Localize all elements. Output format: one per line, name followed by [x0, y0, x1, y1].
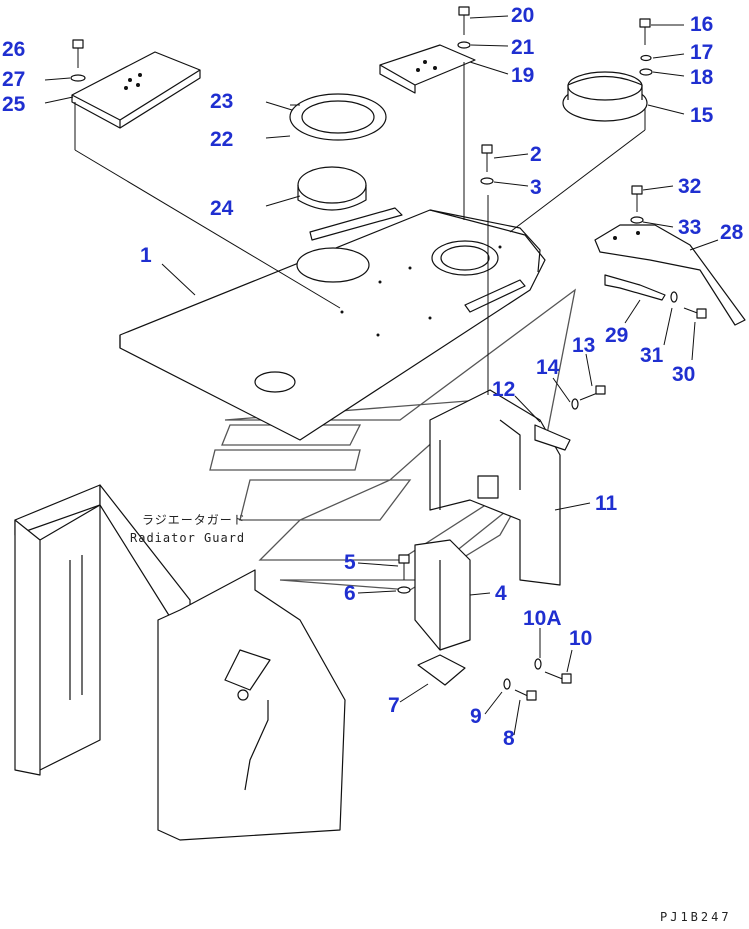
radiator-guard-frame — [14, 484, 346, 841]
label-part-15: 15 — [690, 104, 714, 127]
label-part-26: 26 — [2, 38, 25, 61]
label-part-17: 17 — [690, 41, 713, 64]
label-part-10: 10 — [569, 627, 592, 650]
label-part-1: 1 — [140, 244, 152, 267]
label-part-12: 12 — [492, 378, 515, 401]
label-part-32: 32 — [678, 175, 701, 198]
label-part-28: 28 — [720, 221, 744, 244]
label-part-33: 33 — [678, 216, 701, 239]
label-part-20: 20 — [511, 4, 534, 27]
bracket-part-28 — [594, 224, 746, 326]
label-part-25: 25 — [2, 93, 26, 116]
label-part-16: 16 — [690, 13, 713, 36]
callout-leaders — [44, 15, 719, 736]
label-part-14: 14 — [536, 356, 560, 379]
label-part-7: 7 — [388, 694, 400, 717]
label-part-19: 19 — [511, 64, 534, 87]
side-guard-part-11-12 — [429, 389, 571, 586]
label-part-8: 8 — [503, 727, 515, 750]
caption-english: Radiator Guard — [130, 531, 245, 545]
bolt-hardware — [70, 6, 707, 701]
assembly-lines — [74, 62, 646, 395]
label-part-5: 5 — [344, 551, 356, 574]
label-part-30: 30 — [672, 363, 695, 386]
label-part-24: 24 — [210, 197, 234, 220]
drawing-code: PJ1B247 — [660, 910, 732, 924]
ring-parts-22-23-24 — [289, 93, 387, 211]
label-part-3: 3 — [530, 176, 542, 199]
label-part-22: 22 — [210, 128, 233, 151]
label-part-11: 11 — [595, 492, 618, 515]
label-part-9: 9 — [470, 705, 482, 728]
plate-part-19 — [379, 44, 476, 94]
plate-part-25 — [71, 51, 201, 129]
label-part-23: 23 — [210, 90, 233, 113]
label-part-10a: 10A — [523, 607, 562, 630]
label-part-13: 13 — [572, 334, 595, 357]
cap-part-15 — [562, 71, 648, 122]
top-cover-part-1 — [119, 207, 546, 441]
caption-japanese: ラジエータガード — [142, 513, 246, 527]
part-number-labels: 1 2 3 4 5 6 7 8 9 10 10A 11 12 13 14 15 … — [2, 4, 744, 750]
label-part-29: 29 — [605, 324, 628, 347]
label-part-27: 27 — [2, 68, 25, 91]
label-part-4: 4 — [495, 582, 507, 605]
label-part-31: 31 — [640, 344, 664, 367]
label-part-18: 18 — [690, 66, 714, 89]
label-part-2: 2 — [530, 143, 542, 166]
label-part-21: 21 — [511, 36, 535, 59]
stand-part-4 — [414, 539, 471, 686]
label-part-6: 6 — [344, 582, 356, 605]
